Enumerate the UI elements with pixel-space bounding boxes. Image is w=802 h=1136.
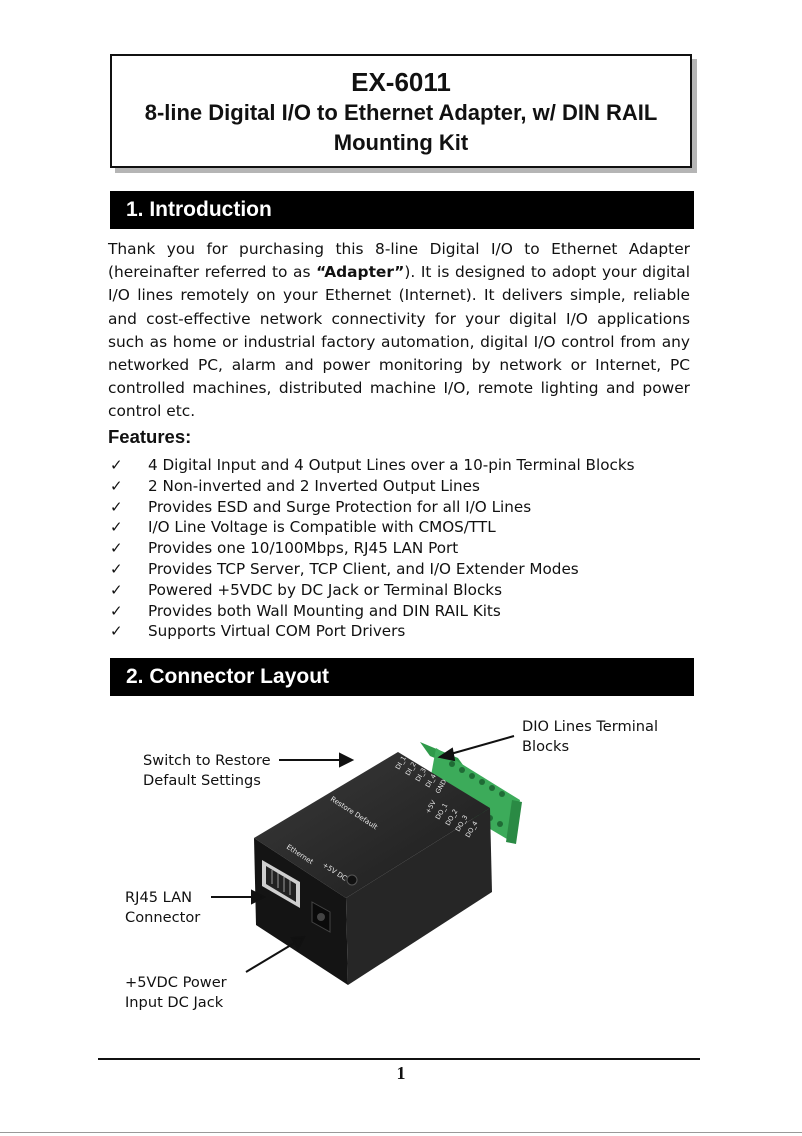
power-arrowhead-icon — [290, 935, 306, 952]
feature-item: ✓ Provides TCP Server, TCP Client, and I/… — [110, 559, 710, 580]
product-description: 8-line Digital I/O to Ethernet Adapter, … — [144, 100, 658, 155]
checkmark-icon: ✓ — [110, 497, 123, 516]
checkmark-icon: ✓ — [110, 518, 123, 537]
callout-text: DIO Lines Terminal — [522, 718, 658, 735]
led-indicator — [346, 874, 358, 886]
feature-item: ✓ 2 Non-inverted and 2 Inverted Output Li… — [110, 476, 710, 497]
checkmark-icon: ✓ — [110, 622, 123, 641]
feature-item: ✓ Supports Virtual COM Port Drivers — [110, 621, 710, 642]
intro-paragraph: Thank you for purchasing this 8-line Dig… — [108, 238, 690, 424]
feature-item: ✓ I/O Line Voltage is Compatible with CMO… — [110, 517, 710, 538]
callout-text: Connector — [125, 909, 201, 926]
callout-dio-lines: DIO Lines Terminal Blocks — [522, 717, 658, 757]
checkmark-icon: ✓ — [110, 456, 123, 474]
callout-power: +5VDC Power Input DC Jack — [125, 973, 227, 1013]
rj45-port — [262, 860, 300, 908]
intro-text-end: ). It is designed to adopt your digital … — [108, 263, 690, 421]
dio-arrow — [446, 735, 515, 756]
page-number: 1 — [396, 1063, 406, 1083]
callout-rj45: RJ45 LAN Connector — [125, 888, 200, 928]
checkmark-icon: ✓ — [110, 580, 123, 599]
checkmark-icon: ✓ — [110, 601, 123, 620]
dio-arrowhead-icon — [437, 747, 456, 762]
feature-item: ✓ Provides ESD and Surge Protection for a… — [110, 497, 710, 518]
feature-text: 2 Non-inverted and 2 Inverted Output Lin… — [148, 476, 480, 495]
callout-text: Blocks — [522, 738, 570, 755]
callout-restore-switch: Switch to Restore Default Settings — [143, 751, 271, 791]
rj45-arrowhead-icon — [251, 889, 267, 905]
callout-text: Input DC Jack — [125, 994, 224, 1011]
device-side — [346, 808, 492, 985]
device-top — [254, 752, 490, 898]
intro-text-start: Thank you for purchasing this 8-line Dig… — [108, 240, 690, 282]
feature-text: Provides one 10/100Mbps, RJ45 LAN Port — [148, 539, 459, 558]
feature-item: ✓ Provides both Wall Mounting and DIN RAI… — [110, 601, 710, 622]
feature-text: Provides both Wall Mounting and DIN RAIL… — [148, 601, 501, 620]
feature-text: Powered +5VDC by DC Jack or Terminal Blo… — [148, 580, 503, 599]
feature-item: ✓ Provides one 10/100Mbps, RJ45 LAN Port — [110, 538, 710, 559]
feature-item: ✓ Powered +5VDC by DC Jack or Terminal Bl… — [110, 580, 710, 601]
dc-jack — [311, 901, 331, 933]
checkmark-icon: ✓ — [110, 539, 123, 558]
checkmark-icon: ✓ — [110, 559, 123, 578]
terminal-block — [420, 742, 522, 844]
page-bottom-divider — [0, 1132, 802, 1133]
power-arrow — [245, 941, 297, 973]
callout-text: RJ45 LAN — [125, 889, 193, 906]
section-heading-introduction: 1. Introduction — [110, 191, 694, 229]
feature-text: Supports Virtual COM Port Drivers — [148, 622, 406, 641]
features-heading: Features: — [108, 426, 192, 447]
switch-arrowhead-icon — [339, 752, 355, 768]
callout-text: +5VDC Power — [125, 974, 227, 991]
feature-item: ✓ 4 Digital Input and 4 Output Lines over… — [110, 455, 710, 476]
feature-text: Provides ESD and Surge Protection for al… — [148, 497, 532, 516]
footer-rule — [98, 1058, 700, 1060]
title-box: EX-6011 8-line Digital I/O to Ethernet A… — [110, 54, 692, 168]
feature-text: Provides TCP Server, TCP Client, and I/O… — [148, 559, 579, 578]
features-list: ✓ 4 Digital Input and 4 Output Lines over… — [110, 455, 710, 642]
checkmark-icon: ✓ — [110, 476, 123, 495]
section-heading-connector-layout: 2. Connector Layout — [110, 658, 694, 696]
callout-text: Default Settings — [143, 772, 261, 789]
device-illustration: Restore Default Ethernet +5V DC DI_1 DI_… — [211, 735, 522, 985]
feature-text: 4 Digital Input and 4 Output Lines over … — [148, 456, 635, 474]
callout-text: Switch to Restore — [143, 752, 271, 769]
intro-text-bold: “Adapter” — [316, 263, 405, 282]
product-model: EX-6011 — [351, 67, 451, 97]
feature-text: I/O Line Voltage is Compatible with CMOS… — [148, 518, 496, 537]
